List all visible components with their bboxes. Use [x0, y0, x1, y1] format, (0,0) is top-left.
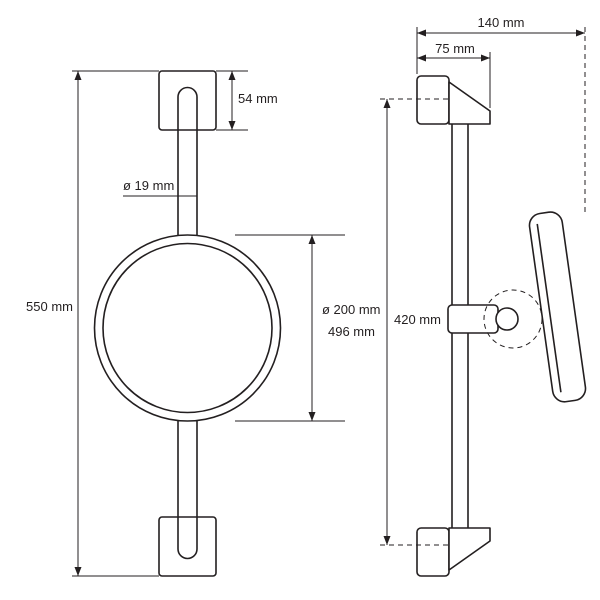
dimension-label-bar-length: 420 mm [394, 312, 441, 327]
dimension-label-total-depth: 140 mm [478, 15, 525, 30]
front-bottom-bracket [158, 516, 217, 577]
arrow-down-icon [383, 536, 391, 545]
dimension-bar-length: 420 mm [380, 98, 449, 546]
side-view [416, 75, 587, 577]
arrow-right-icon [576, 29, 585, 37]
dimension-label-bar-diameter: ø 19 mm [123, 178, 174, 193]
mirror-outer-ring [93, 234, 282, 422]
arrow-down-icon [308, 412, 316, 421]
side-bottom-bracket-arm [448, 527, 491, 571]
front-top-bar-end [177, 86, 198, 130]
dimension-extension-lines [380, 98, 449, 546]
arrow-up-icon [74, 71, 82, 80]
side-bottom-wall-plate [416, 527, 450, 577]
dimension-bracket-height: 54 mm [216, 70, 278, 131]
dimension-label-mirror-extent: 496 mm [328, 324, 375, 339]
dimension-mirror: ø 200 mm 496 mm [235, 234, 381, 422]
mirror-plate [528, 211, 587, 403]
dimension-label-bracket-depth: 75 mm [435, 41, 475, 56]
dimension-label-total-height: 550 mm [26, 299, 73, 314]
mirror-holder [447, 304, 499, 334]
front-rail-upper [177, 130, 198, 236]
mirror-side-profile [528, 211, 587, 403]
front-view [93, 70, 282, 577]
arrow-left-icon [417, 29, 426, 37]
arrow-up-icon [383, 99, 391, 108]
arrow-up-icon [228, 71, 236, 80]
front-bottom-bar-end [177, 517, 198, 560]
dimension-label-mirror-diameter: ø 200 mm [322, 302, 381, 317]
dimension-extension-lines [72, 70, 159, 577]
side-top-bracket-arm [448, 81, 491, 125]
mirror-plate-edge [536, 223, 562, 393]
arrow-down-icon [74, 567, 82, 576]
arrow-left-icon [417, 54, 426, 62]
dimension-total-depth: 140 mm [416, 15, 586, 212]
front-top-bracket [158, 70, 217, 131]
arrow-down-icon [228, 121, 236, 130]
side-top-wall-plate [416, 75, 450, 125]
dimension-bracket-depth: 75 mm [417, 41, 491, 108]
dimension-label-bracket-height: 54 mm [238, 91, 278, 106]
mirror-inner-ring [102, 242, 273, 414]
dimension-total-height: 550 mm [26, 70, 159, 577]
arrow-right-icon [481, 54, 490, 62]
arrow-up-icon [308, 235, 316, 244]
front-rail-lower [177, 420, 198, 517]
dimension-extension-lines [235, 234, 345, 422]
pivot-ball [495, 307, 519, 331]
dimension-bar-diameter: ø 19 mm [123, 178, 197, 197]
